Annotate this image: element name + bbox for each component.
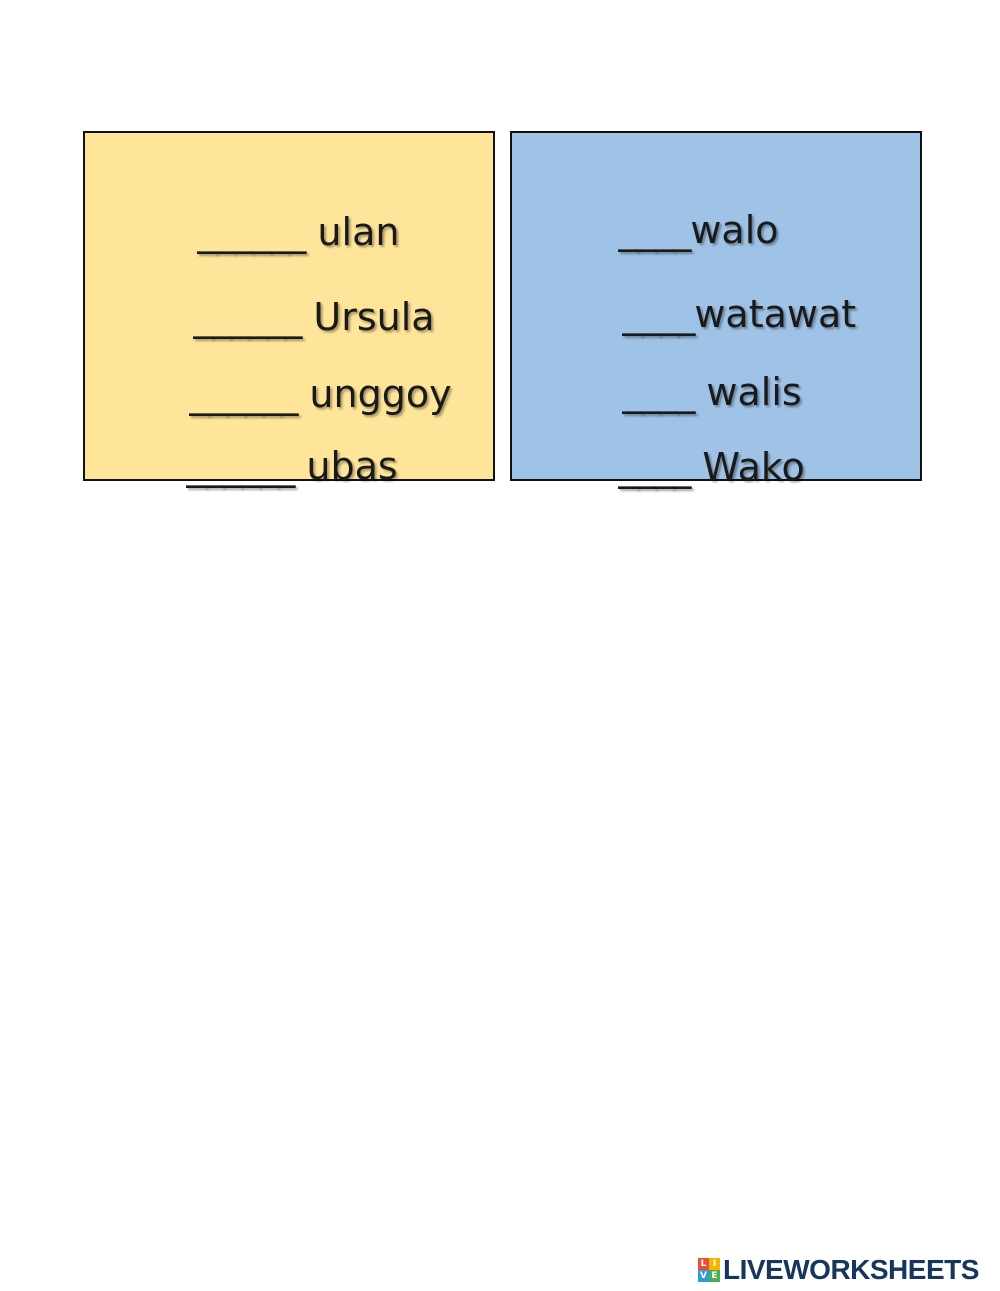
word-label: Ursula <box>313 295 435 339</box>
word-label: ulan <box>317 210 400 254</box>
word-label: ubas <box>306 444 398 488</box>
answer-blank[interactable]: ____ <box>622 292 695 336</box>
answer-blank[interactable]: ______ <box>197 210 306 254</box>
word-label: walis <box>706 370 802 414</box>
u-item-unggoy[interactable]: ______ unggoy <box>141 337 452 451</box>
word-label: walo <box>690 208 779 252</box>
w-item-watawat[interactable]: ____watawat <box>574 257 856 371</box>
answer-blank[interactable]: ______ <box>193 295 302 339</box>
u-words-box: ______ ulan ______ Ursula ______ unggoy … <box>83 131 495 485</box>
u-item-ulan[interactable]: ______ ulan <box>149 175 399 289</box>
logo-letter-i: I <box>709 1258 720 1270</box>
answer-blank[interactable]: ____ <box>622 370 695 414</box>
word-label: watawat <box>694 292 857 336</box>
answer-blank[interactable]: ______ <box>186 444 295 488</box>
w-words-box: ____walo ____watawat ____ walis ____ Wak… <box>510 131 922 486</box>
liveworksheets-blocks-icon: L I V E <box>698 1258 720 1282</box>
w-item-wako[interactable]: ____ Wako <box>570 410 805 524</box>
answer-blank[interactable]: ____ <box>618 445 691 489</box>
logo-text: LIVEWORKSHEETS <box>723 1254 979 1285</box>
u-item-ursula[interactable]: ______ Ursula <box>145 260 435 374</box>
logo-letter-e: E <box>709 1270 720 1282</box>
word-label: Wako <box>702 445 805 489</box>
liveworksheets-logo[interactable]: L I V E LIVEWORKSHEETS <box>698 1254 979 1285</box>
u-item-ubas[interactable]: ______ ubas <box>138 409 398 523</box>
logo-letter-v: V <box>698 1270 709 1282</box>
w-item-walis[interactable]: ____ walis <box>574 335 802 449</box>
answer-blank[interactable]: ____ <box>618 208 691 252</box>
logo-letter-l: L <box>698 1258 709 1270</box>
answer-blank[interactable]: ______ <box>189 372 298 416</box>
w-item-walo[interactable]: ____walo <box>570 173 779 287</box>
word-label: unggoy <box>309 372 452 416</box>
